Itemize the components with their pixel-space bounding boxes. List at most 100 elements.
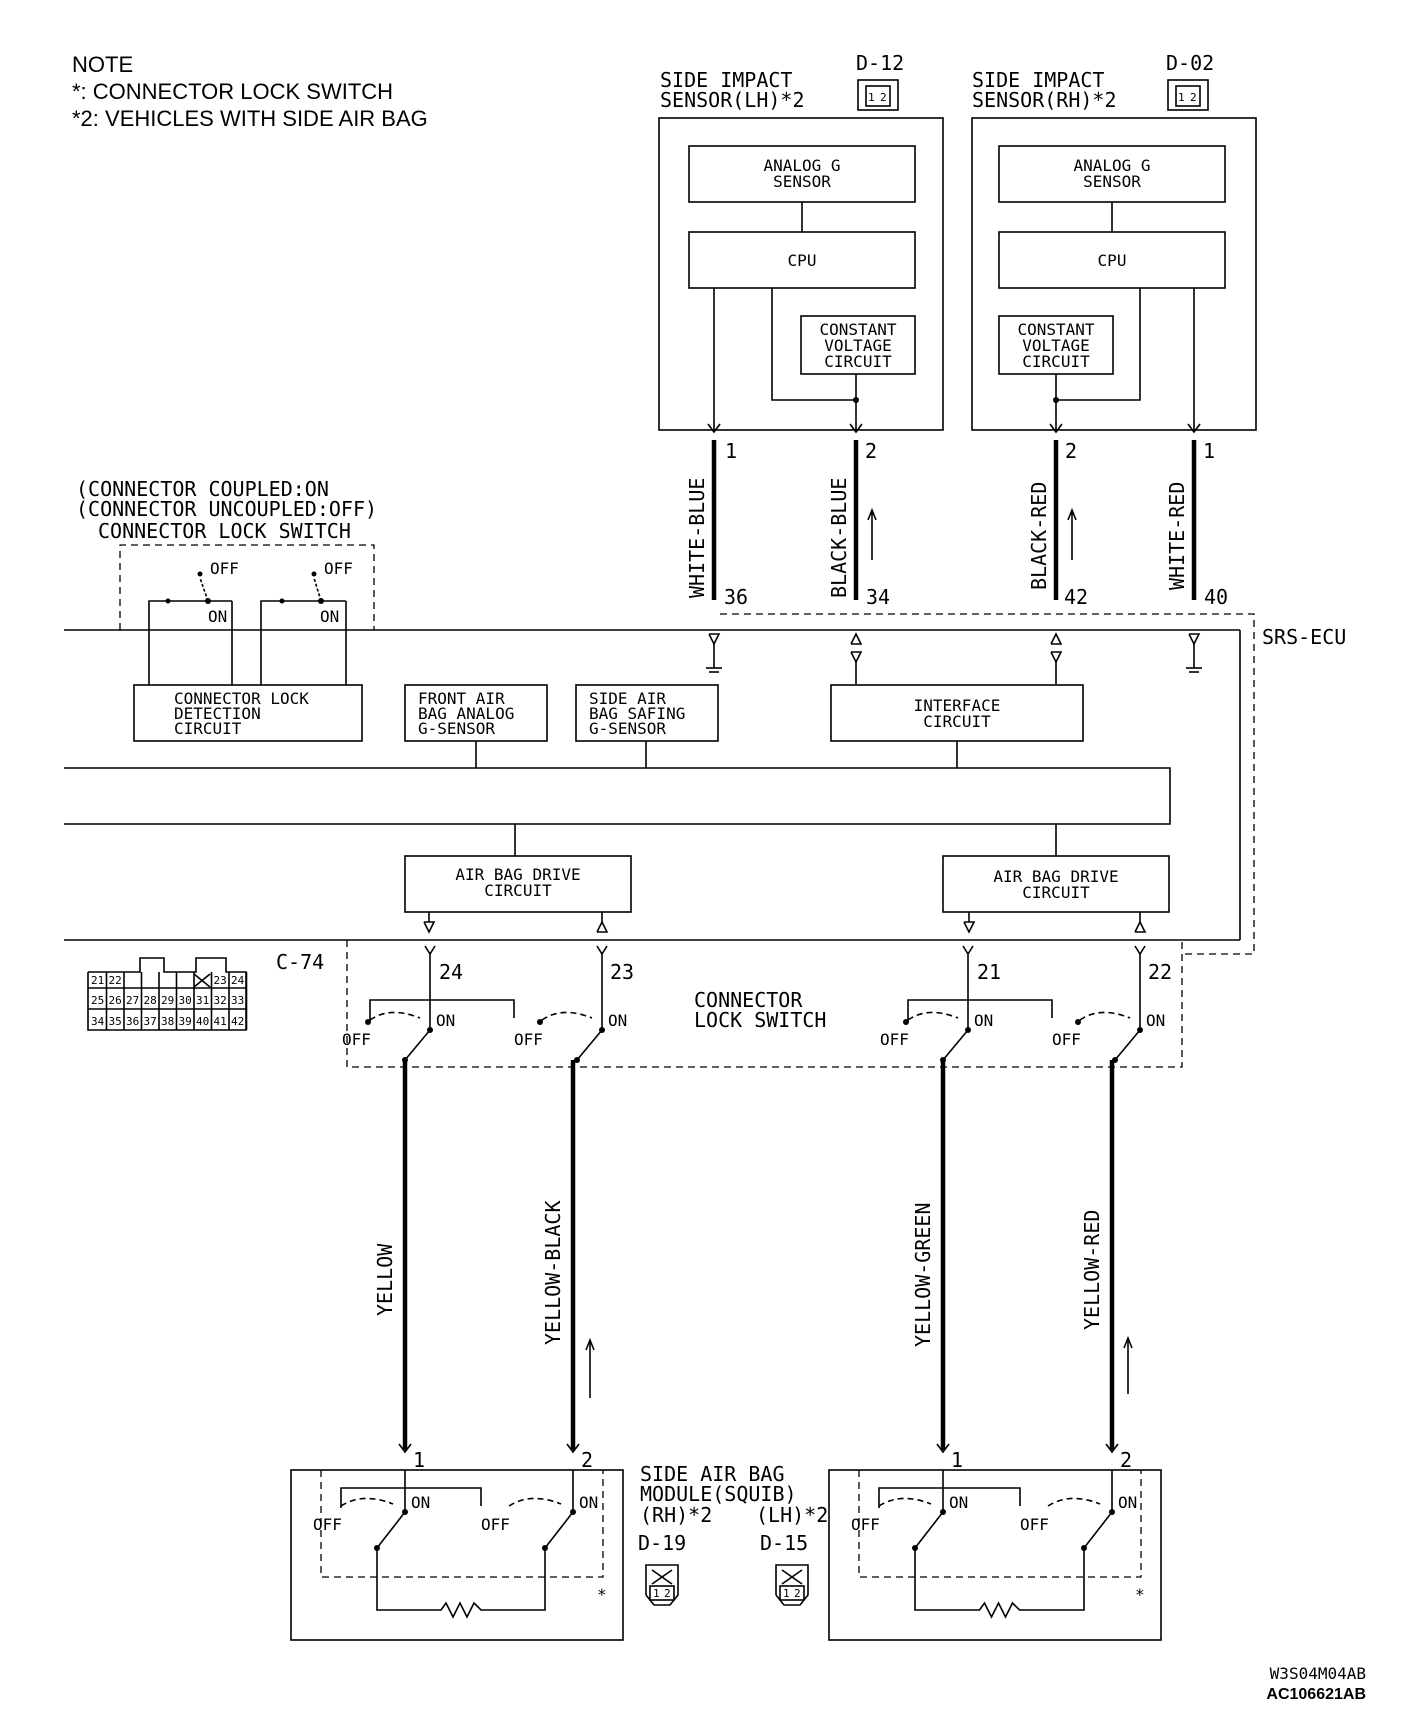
squib-resistor-icon xyxy=(914,1548,1085,1619)
lock-note-line3: CONNECTOR LOCK SWITCH xyxy=(98,519,351,543)
sensor-lh-connector-id: D-12 xyxy=(856,51,904,75)
safing-gsensor-l3: G-SENSOR xyxy=(589,719,666,738)
code-line1: W3S04M04AB xyxy=(1270,1664,1366,1683)
sensor-rh-cv-l3: CIRCUIT xyxy=(1022,352,1090,371)
sensor-lh-pin-1: 1 xyxy=(725,439,737,463)
sensor-lh-name-line2: SENSOR(LH)*2 xyxy=(660,88,805,112)
drive-left-l1: AIR BAG DRIVE xyxy=(455,865,580,884)
switch-on-label: ON xyxy=(579,1493,598,1512)
c74-pin-cell: 23 xyxy=(214,974,227,987)
svg-text:1: 1 xyxy=(1178,91,1185,104)
wire-label-yellow-green: YELLOW-GREEN xyxy=(911,1203,935,1348)
c74-pin-cell: 24 xyxy=(231,974,245,987)
c74-pin-cell: 27 xyxy=(126,994,139,1007)
interface-l1: INTERFACE xyxy=(914,696,1001,715)
ecu-pin-42: 42 xyxy=(1064,585,1088,609)
lock-switch1-on: ON xyxy=(208,607,227,626)
wire-label-white-blue: WHITE-BLUE xyxy=(685,478,709,598)
sensor-rh-connector-id: D-02 xyxy=(1166,51,1214,75)
signal-arrow-icon xyxy=(585,1337,595,1351)
c74-pin-cell: 29 xyxy=(161,994,174,1007)
wire-white-blue: WHITE-BLUE 36 xyxy=(685,423,748,609)
wire-label-black-blue: BLACK-BLUE xyxy=(827,478,851,598)
c74-lock-l2: LOCK SWITCH xyxy=(694,1008,826,1032)
sensor-lh-analog-l1: ANALOG G xyxy=(763,156,840,175)
front-gsensor-l2: BAG ANALOG xyxy=(418,704,514,723)
sensor-rh-housing xyxy=(971,117,1257,431)
sensor-rh-analog-l1: ANALOG G xyxy=(1073,156,1150,175)
signal-arrow-icon xyxy=(1123,1335,1133,1349)
wire-label-yellow: YELLOW xyxy=(373,1243,397,1316)
sensor-rh-analog-box xyxy=(998,145,1226,203)
signal-arrow-icon xyxy=(867,507,877,521)
sensor-rh-cpu: CPU xyxy=(1098,251,1127,270)
c74-pin-cell: 39 xyxy=(179,1015,192,1028)
side-safing-gsensor-box xyxy=(575,684,719,742)
interface-circuit-box xyxy=(830,684,1084,742)
lock-note-line1: (CONNECTOR COUPLED:ON xyxy=(76,477,329,501)
front-gsensor-l1: FRONT AIR xyxy=(418,689,505,708)
wire-label-white-red: WHITE-RED xyxy=(1165,482,1189,590)
switch-on-label: ON xyxy=(608,1011,627,1030)
svg-text:1: 1 xyxy=(868,91,875,104)
c74-pin-cell: 26 xyxy=(109,994,122,1007)
c74-pin-cell: 28 xyxy=(144,994,157,1007)
c74-pin-cell: 33 xyxy=(231,994,244,1007)
switch-off-label: OFF xyxy=(514,1030,543,1049)
lock-switch-star: * xyxy=(1135,1585,1145,1604)
sensor-lh-cv-l2: VOLTAGE xyxy=(824,336,891,355)
wire-label-yellow-red: YELLOW-RED xyxy=(1080,1210,1104,1330)
c74-pin-cell: 42 xyxy=(231,1015,244,1028)
c74-label: C-74 xyxy=(276,950,324,974)
module-pin-1: 1 xyxy=(951,1448,963,1472)
module-lh-connector-id: D-15 xyxy=(760,1531,808,1555)
switch-on-label: ON xyxy=(436,1011,455,1030)
switch-off-label: OFF xyxy=(481,1515,510,1534)
switch-off-label: OFF xyxy=(851,1515,880,1534)
switch-on-label: ON xyxy=(1146,1011,1165,1030)
svg-text:2: 2 xyxy=(1190,91,1197,104)
switch-on-label: ON xyxy=(411,1493,430,1512)
c74-pin-cell: 25 xyxy=(91,994,104,1007)
c74-pin-cell: 35 xyxy=(109,1015,122,1028)
sensor-rh-analog-l2: SENSOR xyxy=(1083,172,1141,191)
note-title: NOTE xyxy=(72,52,133,77)
note-block: NOTE *: CONNECTOR LOCK SWITCH *2: VEHICL… xyxy=(72,52,428,131)
signal-arrow-icon xyxy=(1067,507,1077,521)
lock-switch-star: * xyxy=(597,1585,607,1604)
switch-on-label: ON xyxy=(974,1011,993,1030)
srs-ecu-label: SRS-ECU xyxy=(1262,625,1346,649)
lock-detect-l3: CIRCUIT xyxy=(174,719,242,738)
wire-label-yellow-black: YELLOW-BLACK xyxy=(541,1201,565,1346)
note-line-2: *2: VEHICLES WITH SIDE AIR BAG xyxy=(72,106,428,131)
safing-gsensor-l2: BAG SAFING xyxy=(589,704,685,723)
c74-pin-cell: 37 xyxy=(144,1015,157,1028)
c74-pin-cell: 32 xyxy=(214,994,227,1007)
c74-pin-cell: 41 xyxy=(214,1015,227,1028)
c74-pin-23: 23 xyxy=(610,960,634,984)
sensor-lh-cv-l3: CIRCUIT xyxy=(824,352,892,371)
note-line-1: *: CONNECTOR LOCK SWITCH xyxy=(72,79,393,104)
switch-off-label: OFF xyxy=(1052,1030,1081,1049)
sensor-rh-cv-l1: CONSTANT xyxy=(1017,320,1094,339)
switch-off-label: OFF xyxy=(1020,1515,1049,1534)
drive-right-l1: AIR BAG DRIVE xyxy=(993,867,1118,886)
lock-detection-circuit-box xyxy=(133,684,363,742)
module-name-l1: SIDE AIR BAG xyxy=(640,1462,785,1486)
c74-lock-l1: CONNECTOR xyxy=(694,988,803,1012)
c74-pin-cell: 22 xyxy=(109,974,122,987)
front-gsensor-l3: G-SENSOR xyxy=(418,719,495,738)
c74-pin-24: 24 xyxy=(439,960,463,984)
svg-text:2: 2 xyxy=(880,91,887,104)
drive-left-l2: CIRCUIT xyxy=(484,881,552,900)
drive-right-l2: CIRCUIT xyxy=(1022,883,1090,902)
module-rh-connector-id: D-19 xyxy=(638,1531,686,1555)
lock-switch2-off: OFF xyxy=(324,559,353,578)
sensor-rh-name-line1: SIDE IMPACT xyxy=(972,68,1104,92)
c74-pin-21: 21 xyxy=(977,960,1001,984)
lock-detect-l2: DETECTION xyxy=(174,704,261,723)
